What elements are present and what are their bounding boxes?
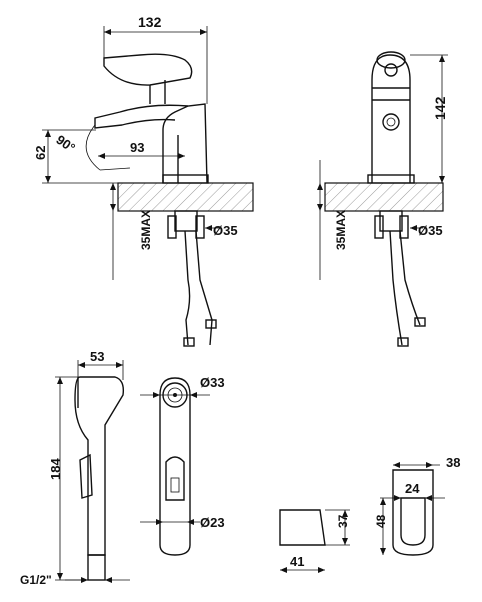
dim-rotation-angle: 90° — [53, 132, 78, 156]
handshower-side-view — [55, 360, 130, 583]
dim-spout-reach: 93 — [130, 140, 144, 155]
dim-hole-diameter-side: Ø35 — [418, 223, 443, 238]
dim-max-thickness-front: 35MAX — [139, 210, 153, 250]
dim-spout-height: 62 — [33, 146, 48, 160]
faucet-side-view — [317, 51, 448, 347]
dim-faucet-height: 142 — [432, 96, 448, 120]
countertop-front — [117, 182, 254, 212]
handshower-front-view — [140, 377, 210, 556]
dim-holder-height-inner: 37 — [336, 514, 350, 528]
dim-holder-depth: 41 — [290, 554, 304, 569]
holder-front-view — [380, 462, 445, 556]
dim-hole-diameter-front: Ø35 — [213, 223, 238, 238]
dim-handshower-length: 184 — [48, 458, 63, 480]
dim-max-thickness-side: 35MAX — [334, 210, 348, 250]
dim-handshower-width: 53 — [90, 349, 104, 364]
dim-head-diameter: Ø33 — [200, 375, 225, 390]
dim-handle-diameter: Ø23 — [200, 515, 225, 530]
dim-holder-width-inner: 24 — [405, 481, 420, 496]
dim-thread: G1/2" — [20, 573, 52, 587]
holder-side-view — [279, 509, 350, 573]
dim-faucet-width: 132 — [138, 14, 162, 30]
dim-holder-width-outer: 38 — [446, 455, 460, 470]
faucet-front-view — [42, 26, 254, 347]
countertop-side — [324, 182, 444, 212]
dim-holder-height-outer: 48 — [374, 514, 388, 528]
